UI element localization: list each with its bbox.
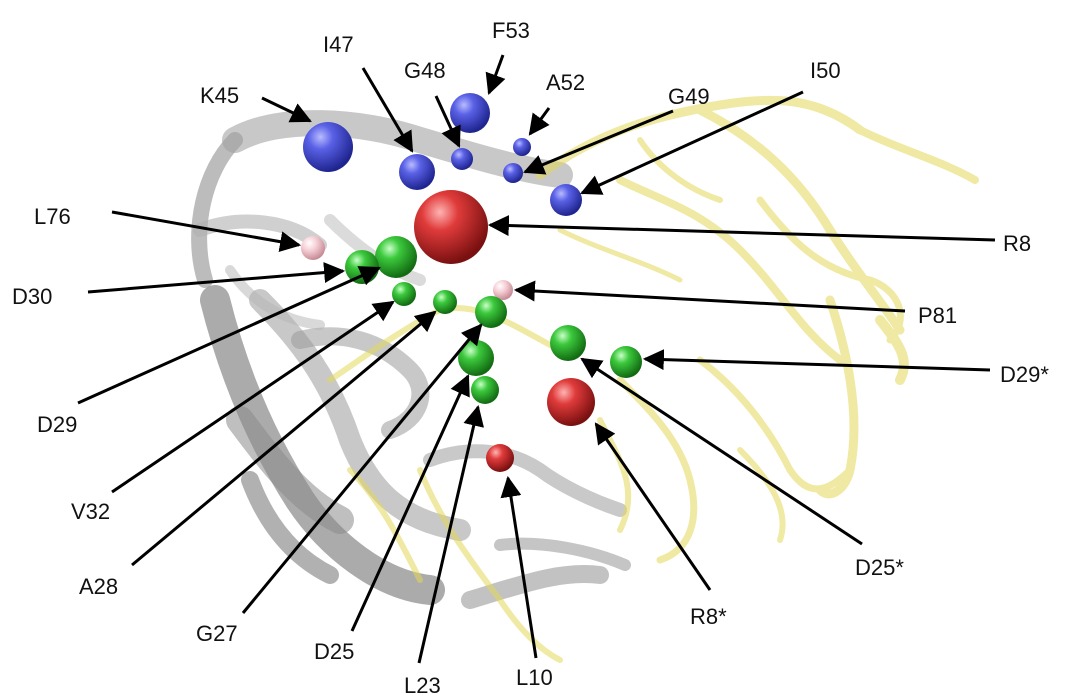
label-A52: A52 — [546, 70, 585, 95]
arrow-F53 — [485, 54, 506, 95]
label-D29star: D29* — [1000, 362, 1049, 387]
arrow-D29 — [77, 266, 381, 405]
sphere-L76 — [301, 236, 325, 260]
residue-spheres — [301, 93, 642, 472]
arrow-I47 — [361, 67, 414, 153]
arrow-D25 — [350, 374, 470, 632]
label-arrows — [77, 54, 996, 664]
sphere-A52 — [513, 138, 531, 156]
label-G27: G27 — [196, 621, 238, 646]
arrow-I50 — [580, 90, 804, 195]
arrow-L23 — [417, 404, 484, 664]
sphere-F53 — [450, 93, 490, 133]
label-R8star: R8* — [690, 604, 727, 629]
label-A28: A28 — [79, 574, 118, 599]
label-R8: R8 — [1003, 231, 1031, 256]
arrow-G49 — [523, 109, 674, 175]
gray-ribbon-monomer — [191, 110, 631, 609]
sphere-I50 — [550, 184, 582, 216]
label-D25star: D25* — [855, 555, 904, 580]
label-D29: D29 — [37, 412, 77, 437]
label-G49: G49 — [668, 84, 710, 109]
yellow-ribbon-monomer — [327, 95, 979, 663]
arrow-L10 — [500, 475, 538, 659]
label-I47: I47 — [323, 32, 354, 57]
label-I50: I50 — [810, 58, 841, 83]
arrow-K45 — [261, 96, 312, 123]
sphere-L23 — [471, 376, 499, 404]
sphere-G48 — [451, 148, 473, 170]
sphere-I47 — [399, 154, 435, 190]
sphere-G49 — [503, 163, 523, 183]
sphere-D25star — [550, 325, 586, 361]
sphere-R8star — [547, 378, 595, 426]
sphere-P81 — [493, 280, 513, 300]
arrow-A28 — [131, 310, 437, 567]
label-G48: G48 — [404, 58, 446, 83]
arrow-R8 — [487, 215, 996, 242]
sphere-R8 — [414, 190, 488, 264]
arrow-L76 — [111, 210, 302, 253]
label-L10: L10 — [516, 665, 553, 690]
arrow-G27 — [241, 323, 483, 614]
arrow-R8star — [594, 422, 712, 591]
sphere-G27 — [475, 296, 507, 328]
sphere-K45 — [303, 122, 353, 172]
arrow-V32 — [111, 300, 395, 494]
sphere-D30 — [345, 250, 379, 284]
label-L23: L23 — [404, 673, 441, 698]
arrow-A52 — [528, 107, 551, 136]
residue-labels: F53 I47 G48 A52 K45 G49 I50 L76 R8 D30 P… — [12, 18, 1049, 698]
sphere-D29star — [610, 346, 642, 378]
label-L76: L76 — [34, 204, 71, 229]
arrow-D25star — [580, 357, 863, 546]
label-P81: P81 — [918, 303, 957, 328]
sphere-D29 — [375, 236, 417, 278]
sphere-A28 — [433, 290, 457, 314]
label-F53: F53 — [492, 18, 530, 43]
sphere-L10 — [486, 444, 514, 472]
arrow-D29star — [642, 349, 991, 372]
arrow-D30 — [87, 262, 346, 294]
label-V32: V32 — [71, 499, 110, 524]
label-D25: D25 — [314, 639, 354, 664]
label-D30: D30 — [12, 284, 52, 309]
sphere-V32 — [392, 282, 416, 306]
arrow-G48 — [434, 95, 461, 148]
label-K45: K45 — [200, 83, 239, 108]
sphere-D25 — [458, 340, 494, 376]
arrow-P81 — [513, 280, 906, 313]
